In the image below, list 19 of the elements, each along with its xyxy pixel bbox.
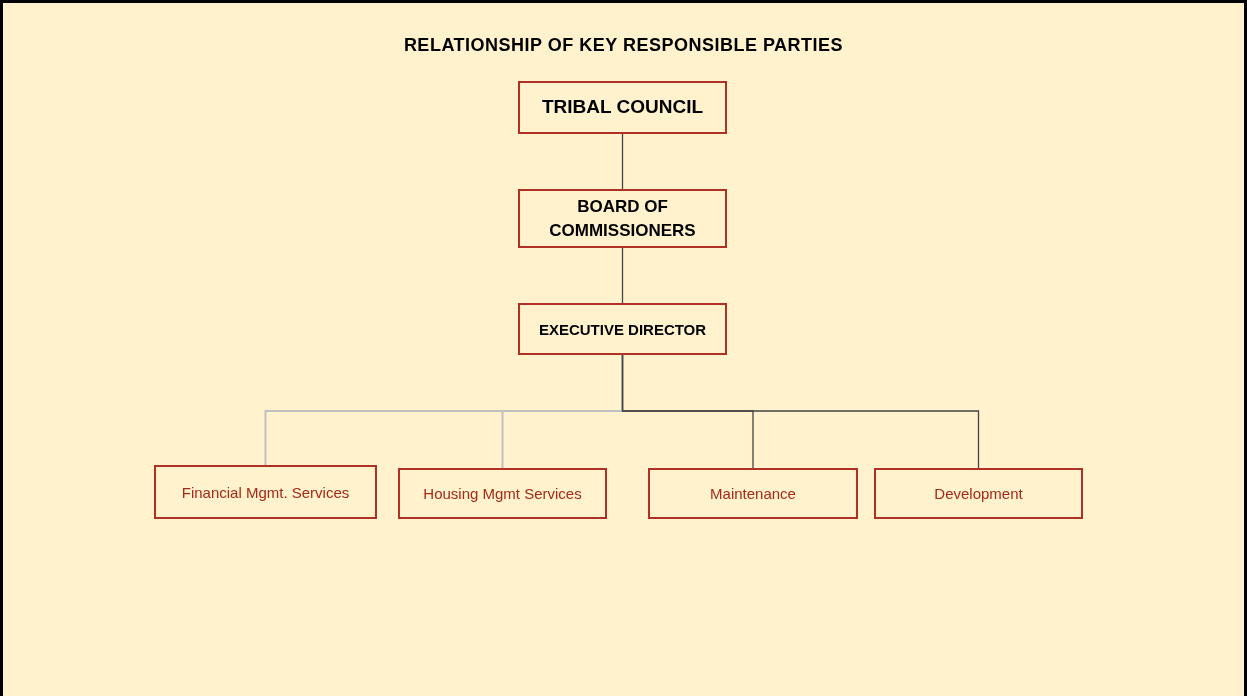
diagram-title: RELATIONSHIP OF KEY RESPONSIBLE PARTIES [402,35,845,56]
org-box [518,189,727,248]
box-label: EXECUTIVE DIRECTOR [538,319,707,340]
connector-line [501,354,624,469]
connector-line [621,354,980,469]
box-label: Development [934,485,1023,502]
box-label: TRIBAL COUNCIL [541,95,704,120]
box-label: Maintenance [710,485,796,502]
box-label: BOARD OF COMMISSIONERS [548,195,697,242]
org-box [154,465,377,519]
connector-line [621,247,624,304]
box-label: Financial Mgmt. Services [181,483,350,501]
org-box [874,468,1083,519]
org-box [518,81,727,134]
box-label: Housing Mgmt Services [423,485,582,502]
connector-line [621,133,624,190]
org-box [518,303,727,355]
org-box [398,468,607,519]
org-box [648,468,858,519]
